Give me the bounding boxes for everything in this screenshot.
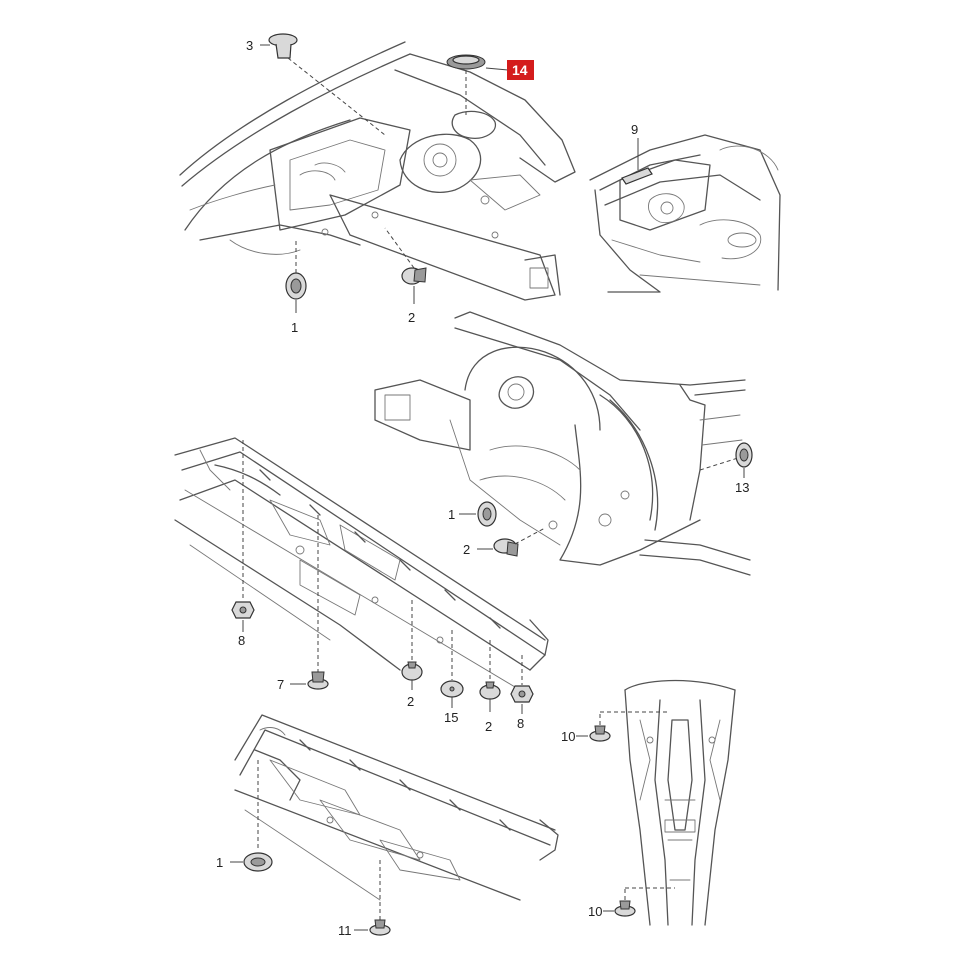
- callout-1-middle: 1: [448, 507, 455, 522]
- part-14-pad: 14: [446, 54, 534, 115]
- part-2-plug-middle: 2: [463, 527, 546, 557]
- part-8-nut-left: 8: [231, 601, 255, 648]
- callout-7: 7: [277, 677, 284, 692]
- view-floor-tunnel: [599, 679, 736, 926]
- part-11-clip: 11: [338, 919, 391, 938]
- callout-8-left: 8: [238, 633, 245, 648]
- callout-2-lower-left: 2: [407, 694, 414, 709]
- callout-13: 13: [735, 480, 749, 495]
- part-1-grommet-middle: 1: [448, 501, 497, 527]
- callout-14: 14: [512, 62, 528, 78]
- view-floor-sill: [174, 437, 549, 691]
- part-2-plug-lower-left: 2: [401, 661, 423, 709]
- part-2-plug-lower-right: 2: [479, 681, 501, 734]
- callout-3: 3: [246, 38, 253, 53]
- callout-2-upper: 2: [408, 310, 415, 325]
- callout-1-lower: 1: [216, 855, 223, 870]
- callout-2-middle: 2: [463, 542, 470, 557]
- view-inset-part-9: 9: [589, 122, 781, 293]
- part-15-disc: 15: [440, 680, 464, 725]
- part-1-grommet-upper: 1: [285, 240, 307, 335]
- part-10-clip-upper: 10: [561, 725, 611, 744]
- callout-15: 15: [444, 710, 458, 725]
- part-7-clip: 7: [277, 671, 329, 692]
- callout-8-right: 8: [517, 716, 524, 731]
- callout-10-lower: 10: [588, 904, 602, 919]
- part-10-clip-lower: 10: [588, 900, 636, 919]
- view-underbody-bottom: [234, 714, 559, 922]
- part-1-grommet-lower: 1: [216, 852, 273, 872]
- view-rear-wheelhouse: [374, 311, 751, 576]
- view-front-strut-tower: [179, 41, 576, 301]
- part-8-nut-right: 8: [510, 685, 534, 731]
- callout-9: 9: [631, 122, 638, 137]
- highlight-box: [507, 60, 534, 80]
- callout-11: 11: [338, 923, 352, 938]
- part-13-grommet: 13: [735, 442, 753, 495]
- part-3-clip: 3: [246, 33, 386, 136]
- callout-2-lower-right: 2: [485, 719, 492, 734]
- callout-10-upper: 10: [561, 729, 575, 744]
- part-2-plug-upper: 2: [384, 227, 427, 325]
- callout-1-upper: 1: [291, 320, 298, 335]
